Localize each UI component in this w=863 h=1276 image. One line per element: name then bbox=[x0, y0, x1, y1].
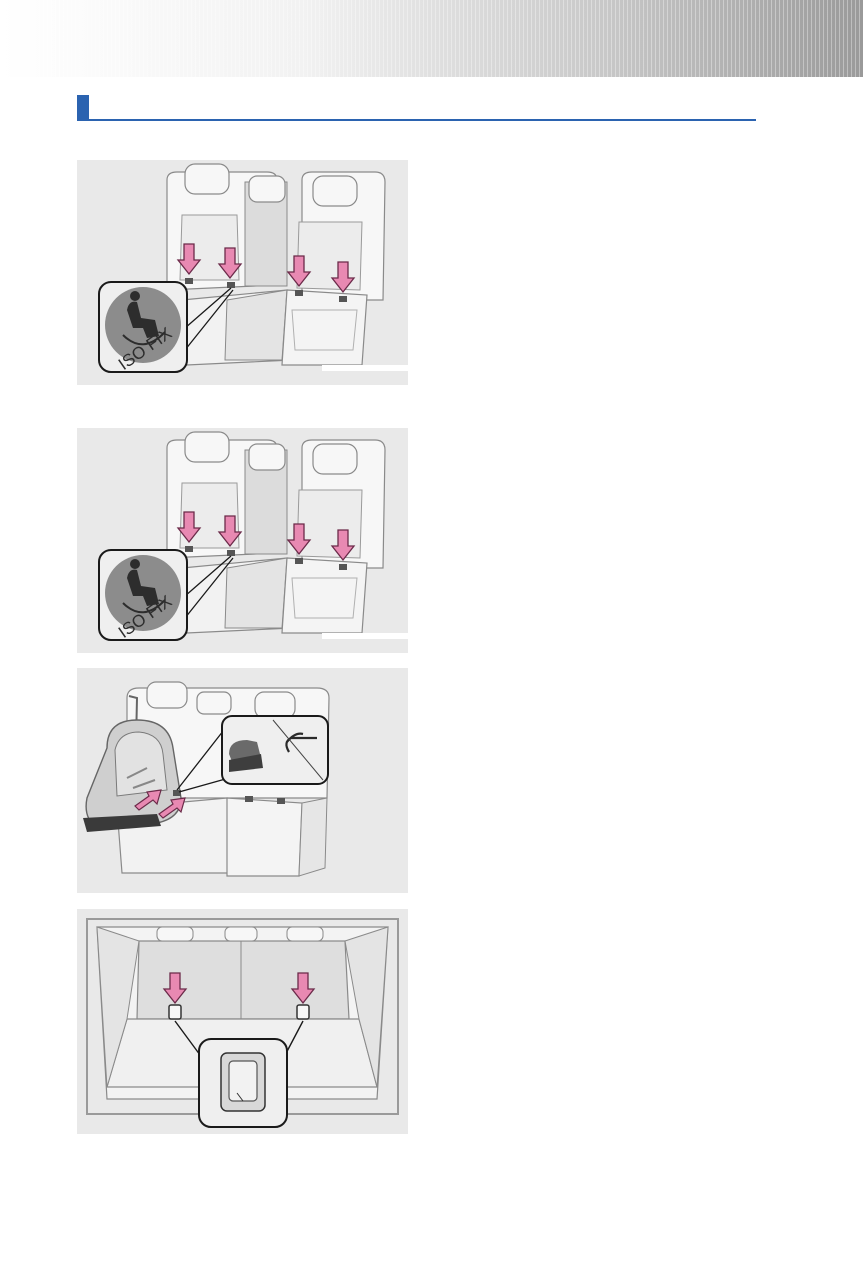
figure-rear-seat-isofix-2: ISO FIX bbox=[77, 428, 408, 653]
figure-child-seat-attach bbox=[77, 668, 408, 893]
attach-arrow-icon bbox=[158, 797, 186, 819]
child-seat-illustration bbox=[83, 681, 330, 877]
figure-rear-seat-isofix-1: ISO FIX bbox=[77, 160, 408, 385]
header-band bbox=[0, 0, 863, 77]
luggage-area-illustration bbox=[77, 909, 408, 1134]
anchor-bracket-icon bbox=[229, 719, 324, 781]
tether-anchor-icon bbox=[220, 1052, 266, 1112]
section-marker bbox=[77, 95, 89, 120]
section-rule bbox=[77, 119, 756, 121]
rear-seat-illustration: ISO FIX bbox=[98, 160, 408, 374]
figure-luggage-tether-anchors bbox=[77, 909, 408, 1134]
isofix-child-seat-icon bbox=[105, 555, 181, 631]
attach-arrow-icon bbox=[134, 789, 162, 811]
rear-seat-illustration: ISO FIX bbox=[98, 428, 408, 642]
isofix-child-seat-icon bbox=[105, 287, 181, 363]
